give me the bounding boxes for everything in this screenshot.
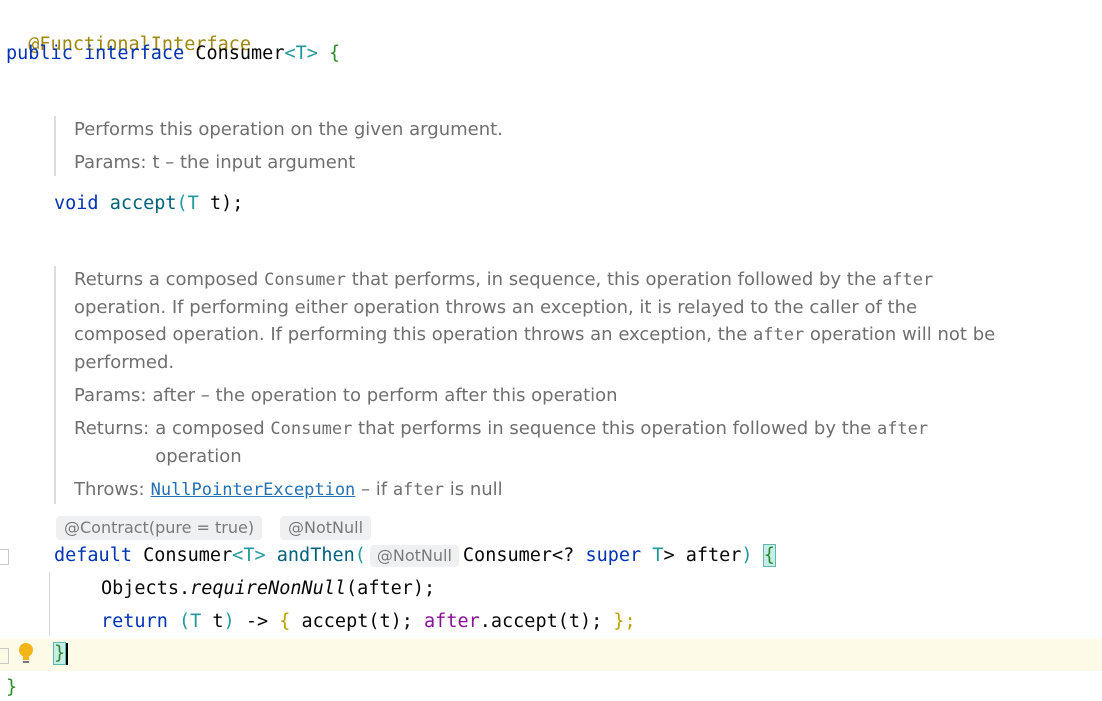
desc-text-4: operation will not be performed. [74,324,996,373]
inlay-hint-contract[interactable]: @Contract(pure = true) [56,516,263,540]
javadoc-params-value: t – the input argument [152,152,356,173]
method-name-accept: accept [109,193,177,214]
require-args: (after); [346,578,436,599]
desc-code-after: after [882,270,934,290]
throws-text-1: – if [355,479,393,500]
returns-code-after: after [876,419,929,439]
keyword-super: super [585,545,642,566]
javadoc-accept-description: Performs this operation on the given arg… [74,119,503,140]
throws-text-2: is null [444,479,503,500]
close-lambda: }; [613,611,636,632]
param-t: t [201,611,224,632]
inlay-hint-not-null[interactable]: @NotNull [280,516,372,540]
lightbulb-icon[interactable] [17,641,35,667]
code-line-class-close[interactable]: } [6,676,17,700]
type-parameter: <T> [232,545,266,566]
type-T: T [187,193,199,214]
javadoc-and-then-description: Returns a composed Consumer that perform… [74,266,1014,376]
type-T: T [652,545,664,566]
javadoc-params-label: Params: [74,152,147,173]
javadoc-params-value: after – the operation to perform after t… [152,385,618,406]
paren-close-semicolon: ); [221,193,244,214]
lambda-arrow: -> [245,611,269,632]
javadoc-returns-label: Returns: [74,418,150,439]
javadoc-params-label: Params: [74,385,147,406]
javadoc-accept: Performs this operation on the given arg… [54,116,1014,176]
after-accept: .accept [479,611,558,632]
type-T: T [190,611,202,632]
method-require-non-null: requireNonNull [190,578,347,599]
paren-open: ( [176,193,188,214]
param-type-consumer: Consumer [462,545,553,566]
returns-code-consumer: Consumer [270,419,353,439]
keyword-public: public [6,43,73,64]
desc-code-consumer: Consumer [264,270,346,290]
param-t: t [198,193,222,214]
code-line-interface-decl[interactable]: public interface Consumer<T> { [6,42,340,66]
annotation-functional-interface: @FunctionalInterface [28,34,252,55]
close-brace-class: } [6,677,18,698]
desc-text-2: that performs, in sequence, this operati… [345,269,883,290]
code-line-accept-decl[interactable]: void accept(T t); [54,192,243,216]
type-parameter: <T> [284,43,318,64]
keyword-default: default [54,545,132,566]
open-brace: { [329,43,341,64]
inlay-hint-not-null-param[interactable]: @NotNull [369,545,459,567]
desc-text-1: Returns a composed [74,269,265,290]
after-reference: after [424,611,480,632]
throws-code-after: after [392,480,444,500]
keyword-interface: interface [83,43,185,64]
text-caret [66,643,69,665]
returns-text-3: operation [155,446,242,467]
indent-guide [49,572,50,636]
param-after: after [685,545,742,566]
returns-text-2: that performs in sequence this operation… [352,418,877,439]
code-line-require-non-null[interactable]: Objects.requireNonNull(after); [101,577,435,601]
accept-call: accept(t); [301,611,413,632]
desc-text-3: operation. If performing either operatio… [74,297,918,345]
keyword-return: return [101,611,168,632]
returns-text-1: a composed [155,418,271,439]
gutter-fold-end-icon[interactable] [0,648,9,664]
close-brace-matched: } [52,642,67,665]
keyword-void: void [54,193,99,214]
javadoc-throws-value: NullPointerException – if after is null [151,476,1014,504]
null-pointer-exception-link[interactable]: NullPointerException [150,480,356,500]
javadoc-returns-value: a composed Consumer that performs in seq… [155,415,1014,470]
desc-code-after-2: after [753,325,805,345]
wildcard: ? [563,545,586,566]
paren-open: ( [354,545,366,566]
t-arg: (t); [557,611,603,632]
method-name-and-then: andThen [276,545,355,566]
code-line-return-lambda[interactable]: return (T t) -> { accept(t); after.accep… [101,611,636,632]
open-brace-matched: { [762,544,776,567]
javadoc-and-then: Returns a composed Consumer that perform… [54,266,1014,504]
objects-class: Objects. [101,578,191,599]
current-line-highlight [0,639,1102,671]
javadoc-throws-label: Throws: [74,479,145,500]
interface-name: Consumer [195,43,285,64]
gutter-fold-icon[interactable] [0,549,9,565]
code-line-method-close[interactable]: } [52,642,69,666]
return-type-consumer: Consumer [143,545,233,566]
code-line-annotation[interactable]: @FunctionalInterface [6,9,251,57]
